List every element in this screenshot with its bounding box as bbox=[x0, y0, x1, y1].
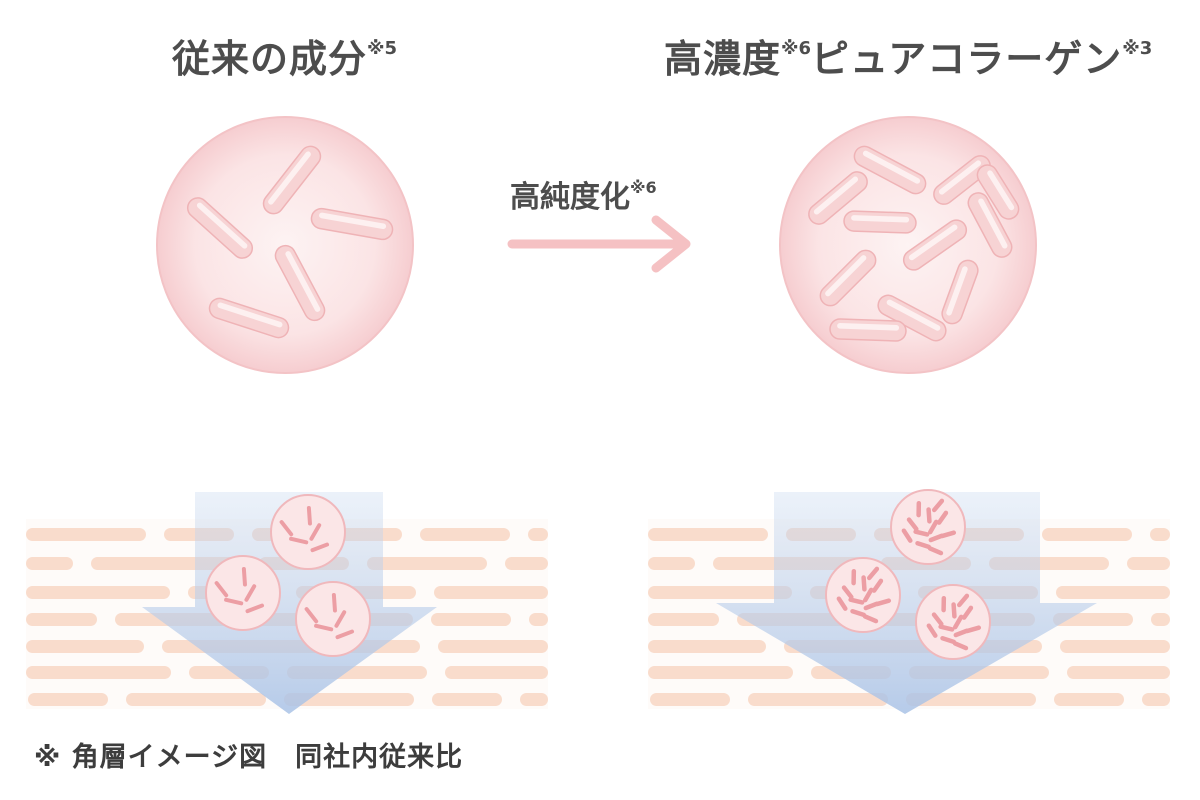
pure-small-circles bbox=[825, 489, 991, 660]
right-title-text: 高濃度 bbox=[664, 37, 782, 81]
skin-cell bbox=[1067, 666, 1170, 679]
collagen-circle-small bbox=[825, 557, 901, 633]
skin-cell bbox=[529, 613, 548, 626]
skin-cell bbox=[648, 528, 768, 541]
right-title-rest: ピュアコラーゲン bbox=[811, 37, 1123, 81]
arrow-label: 高純度化※6 bbox=[510, 172, 657, 216]
skin-cell bbox=[26, 557, 73, 570]
footnote: ※ 角層イメージ図 同社内従来比 bbox=[34, 735, 463, 774]
skin-cell bbox=[1042, 528, 1132, 541]
skin-cell bbox=[505, 557, 548, 570]
skin-cell bbox=[528, 528, 548, 541]
collagen-molecule bbox=[262, 145, 322, 215]
right-title-rest-note: ※3 bbox=[1122, 38, 1153, 59]
conventional-small-circles bbox=[205, 494, 371, 657]
conventional-molecules bbox=[186, 145, 394, 339]
skin-cell bbox=[445, 666, 548, 679]
pure-molecules bbox=[808, 145, 1020, 342]
skin-cell bbox=[1060, 640, 1170, 653]
footnote-text: 角層イメージ図 同社内従来比 bbox=[71, 742, 464, 773]
skin-cell bbox=[520, 693, 548, 706]
skin-cell bbox=[648, 586, 792, 599]
collagen-molecule bbox=[310, 207, 394, 241]
skin-cell bbox=[26, 640, 144, 653]
skin-cell bbox=[1127, 557, 1170, 570]
skin-cell bbox=[434, 586, 548, 599]
skin-cell bbox=[648, 640, 766, 653]
left-title-text: 従来の成分 bbox=[172, 37, 368, 81]
skin-cell bbox=[1142, 693, 1170, 706]
skin-cell bbox=[420, 528, 510, 541]
collagen-molecule bbox=[186, 197, 254, 259]
collagen-molecule bbox=[967, 192, 1013, 258]
penetration-arrow-right bbox=[716, 492, 1097, 714]
collagen-molecule bbox=[808, 171, 868, 225]
skin-cell bbox=[1056, 586, 1170, 599]
collagen-circle-small bbox=[205, 555, 281, 631]
collagen-circle-small bbox=[890, 489, 966, 565]
collagen-molecule bbox=[819, 249, 877, 307]
skin-cell bbox=[367, 557, 487, 570]
collagen-circle-small bbox=[270, 494, 346, 570]
collagen-molecule bbox=[208, 297, 290, 339]
skin-cell bbox=[438, 640, 548, 653]
skin-cell bbox=[431, 613, 511, 626]
collagen-molecule bbox=[829, 318, 907, 342]
skin-cell bbox=[1151, 613, 1170, 626]
collagen-molecule bbox=[941, 259, 979, 325]
purification-arrow bbox=[507, 215, 691, 273]
skin-cell bbox=[1150, 528, 1170, 541]
footnote-mark: ※ bbox=[34, 742, 62, 773]
skin-cell bbox=[648, 666, 793, 679]
skin-cell bbox=[26, 666, 171, 679]
skin-cell bbox=[650, 693, 730, 706]
skin-cell bbox=[1054, 693, 1124, 706]
skin-cell bbox=[26, 613, 97, 626]
skin-cell bbox=[648, 557, 695, 570]
collagen-molecule bbox=[843, 210, 917, 234]
collagen-molecule bbox=[853, 145, 927, 195]
skin-cell bbox=[648, 613, 719, 626]
collagen-molecule bbox=[902, 219, 968, 271]
arrow-label-note: ※6 bbox=[630, 178, 657, 197]
skin-cell bbox=[126, 693, 266, 706]
left-title-note: ※5 bbox=[367, 38, 398, 59]
arrow-label-text: 高純度化 bbox=[510, 180, 630, 215]
right-title: 高濃度※6ピュアコラーゲン※3 bbox=[664, 28, 1152, 83]
right-title-note: ※6 bbox=[781, 38, 812, 59]
skin-cell bbox=[748, 693, 888, 706]
left-title: 従来の成分※5 bbox=[172, 28, 397, 83]
collagen-molecule bbox=[877, 294, 947, 342]
collagen-circle-small bbox=[295, 581, 371, 657]
skin-cell bbox=[432, 693, 502, 706]
skin-cell bbox=[26, 528, 146, 541]
skin-cell bbox=[28, 693, 108, 706]
collagen-molecule bbox=[274, 244, 326, 322]
collagen-molecule bbox=[933, 155, 991, 205]
skin-cell bbox=[906, 693, 1036, 706]
skin-cell bbox=[26, 586, 170, 599]
skin-cell bbox=[284, 693, 414, 706]
collagen-circle-small bbox=[915, 584, 991, 660]
penetration-arrow-left bbox=[142, 492, 437, 714]
collagen-molecule bbox=[976, 164, 1020, 220]
